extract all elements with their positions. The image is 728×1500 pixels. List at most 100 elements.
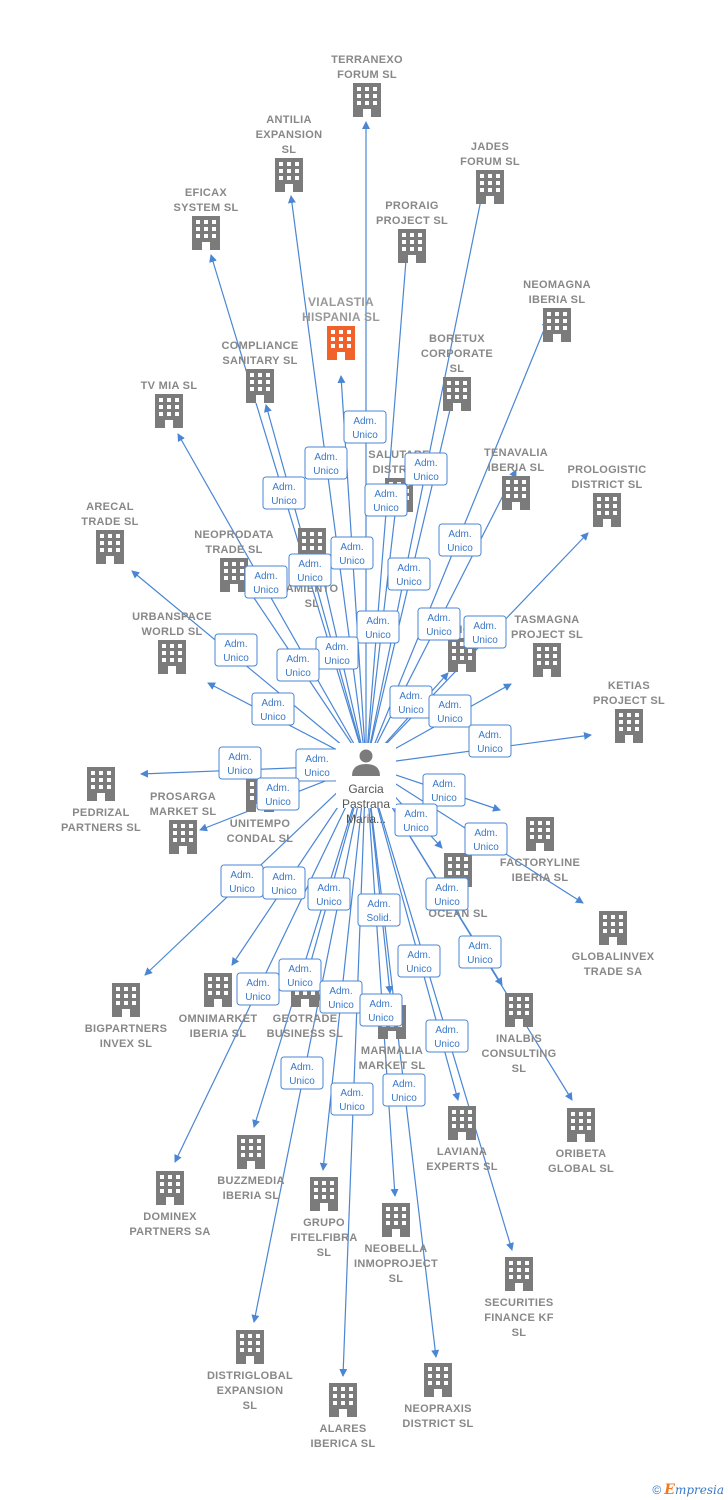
building-icon: [615, 709, 643, 743]
role-badge[interactable]: Adm.Unico: [315, 636, 359, 670]
role-badge[interactable]: Adm.Unico: [359, 993, 403, 1027]
role-badge[interactable]: Adm.Unico: [220, 864, 264, 898]
company-label: COMPLIANCE: [222, 340, 299, 352]
role-badge[interactable]: Adm.Unico: [417, 607, 461, 641]
role-badge[interactable]: Adm.Unico: [304, 446, 348, 480]
role-badge[interactable]: Adm.Unico: [256, 777, 300, 811]
company-label: EXPANSION: [217, 1385, 284, 1397]
role-badge[interactable]: Adm.Unico: [330, 536, 374, 570]
company-label: TRADE SL: [205, 544, 262, 556]
role-badge[interactable]: Adm.Unico: [214, 633, 258, 667]
role-badge[interactable]: Adm.Unico: [438, 523, 482, 557]
role-badge[interactable]: Adm. Unico: [464, 822, 508, 856]
badge-text: Unico: [473, 842, 499, 853]
role-badge[interactable]: Adm.Unico: [364, 483, 408, 517]
role-badge[interactable]: Adm.Unico: [262, 476, 306, 510]
role-badge[interactable]: Adm.Unico: [236, 972, 280, 1006]
role-badge[interactable]: Adm.Unico: [425, 1019, 469, 1053]
role-badge[interactable]: Adm.Unico: [404, 452, 448, 486]
role-badge[interactable]: Adm.Unico: [468, 724, 512, 758]
role-badge[interactable]: Adm.Unico: [262, 866, 306, 900]
role-badge[interactable]: Adm.Unico: [278, 958, 322, 992]
role-badge[interactable]: Adm.Unico: [276, 648, 320, 682]
company-label: IBERIA SL: [488, 462, 545, 474]
company-label: JADES: [471, 141, 509, 153]
badge-text: Adm.: [353, 416, 376, 427]
edge-distriglobal: [251, 784, 363, 1323]
badge-text: Unico: [391, 1093, 417, 1104]
role-badge[interactable]: Adm.Unico: [389, 685, 433, 719]
role-badge[interactable]: Adm.Unico: [244, 565, 288, 599]
role-badge[interactable]: Adm.Solid.: [357, 893, 401, 927]
role-badge[interactable]: Adm.Unico: [288, 553, 332, 587]
role-badge[interactable]: Adm.Unico: [422, 773, 466, 807]
role-badge[interactable]: Adm.Unico: [394, 803, 438, 837]
building-icon: [236, 1330, 264, 1364]
role-badge[interactable]: Adm.Unico: [319, 980, 363, 1014]
role-badge[interactable]: Adm.Unico: [307, 877, 351, 911]
role-badge[interactable]: Adm.Unico: [356, 610, 400, 644]
role-badge[interactable]: Adm.Unico: [458, 935, 502, 969]
badge-box: [438, 523, 482, 557]
badge-box: [387, 557, 431, 591]
role-badge[interactable]: Adm.Unico: [218, 746, 262, 780]
company-node-tvmia[interactable]: TV MIA SL: [141, 380, 198, 428]
role-badge[interactable]: Adm.Unico: [382, 1073, 426, 1107]
company-label: PARTNERS SL: [61, 822, 141, 834]
role-badge[interactable]: Adm.Unico: [280, 1056, 324, 1090]
badge-text: Unico: [271, 496, 297, 507]
badge-text: Adm.: [474, 828, 497, 839]
role-badge[interactable]: Adm.Unico: [295, 748, 339, 782]
role-badge[interactable]: Adm.Unico: [330, 1082, 374, 1116]
role-badge[interactable]: Adm.Unico: [425, 877, 469, 911]
building-icon: [155, 394, 183, 428]
role-badge[interactable]: Adm.Unico: [343, 410, 387, 444]
footer-brand[interactable]: ©Empresia: [652, 1482, 724, 1498]
badge-box: [425, 1019, 469, 1053]
role-badge[interactable]: Adm.Unico: [387, 557, 431, 591]
badge-text: Unico: [365, 630, 391, 641]
role-badge[interactable]: Adm.Unico: [397, 944, 441, 978]
role-badge[interactable]: Adm.Unico: [463, 615, 507, 649]
center-person[interactable]: GarciaPastranaMaria...: [336, 743, 396, 826]
role-badge[interactable]: Adm.Unico: [251, 692, 295, 726]
role-badge[interactable]: Adm.Unico: [428, 694, 472, 728]
edge-marmalia: [367, 784, 394, 994]
